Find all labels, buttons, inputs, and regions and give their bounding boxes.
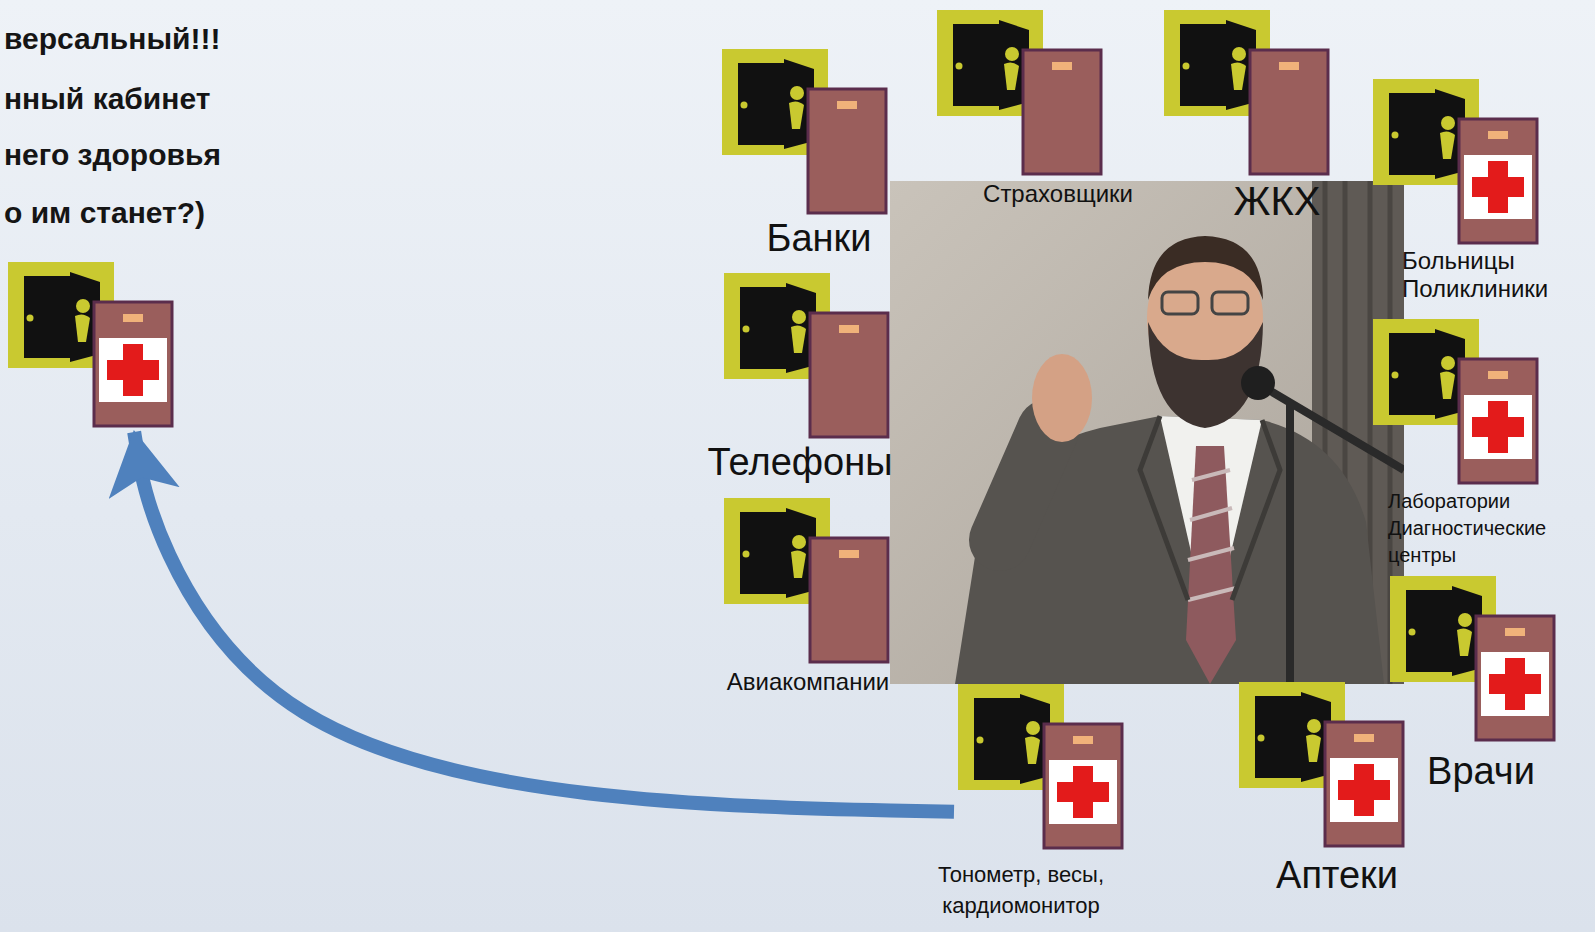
node-label: Аптеки (1237, 854, 1437, 898)
hair (1148, 236, 1263, 300)
door-icon (724, 273, 890, 439)
door-icon-node: Врачи (1390, 576, 1556, 742)
door-icon-node: Тонометр, весы, кардиомонитор (958, 684, 1124, 850)
door-symbol (958, 684, 1122, 848)
medical-door-icon (958, 684, 1124, 850)
door-icon (1164, 10, 1330, 176)
node-label: Авиакомпании (698, 668, 918, 696)
tie (1186, 446, 1236, 684)
door-icon (937, 10, 1103, 176)
heading-line: версальный!!! (4, 22, 220, 57)
microphone (1241, 366, 1275, 400)
door-icon-node: Банки (722, 49, 888, 215)
door-symbol (722, 49, 886, 213)
heading-line: о им станет?) (4, 196, 205, 231)
photo-content (890, 181, 1404, 684)
photo-wall (890, 181, 1404, 684)
door-icon-node: Аптеки (1239, 682, 1405, 848)
door-icon-node: ЖКХ (1164, 10, 1330, 176)
door-icon-node: Больницы Поликлиники (1373, 79, 1539, 245)
hand (1032, 354, 1092, 442)
door-symbol (1164, 10, 1328, 174)
curved-arrow (134, 432, 954, 812)
door-icon-node: Страховщики (937, 10, 1103, 176)
node-label: Телефоны (680, 441, 920, 485)
medical-door-icon (1239, 682, 1405, 848)
medical-door-icon (8, 262, 174, 428)
glasses (1212, 292, 1248, 314)
node-label: Врачи (1391, 750, 1571, 794)
door-icon (722, 49, 888, 215)
door-symbol (724, 498, 888, 662)
node-label: Страховщики (948, 180, 1168, 208)
arm (1000, 430, 1048, 540)
mic-stand (1262, 386, 1404, 684)
node-label: ЖКХ (1197, 178, 1357, 224)
heading-line: него здоровья (4, 138, 221, 173)
door-symbol (724, 273, 888, 437)
door-icon-node (8, 262, 174, 428)
glasses (1162, 292, 1198, 314)
door-symbol (1239, 682, 1403, 846)
door-symbol (937, 10, 1101, 174)
medical-door-icon (1390, 576, 1556, 742)
node-label: Лаборатории Диагностические центры (1388, 488, 1573, 569)
node-label: Больницы Поликлиники (1402, 247, 1582, 302)
door-symbol (1390, 576, 1554, 740)
door-symbol (1373, 79, 1537, 243)
heading-line: нный кабинет (4, 82, 210, 117)
door-icon-node: Телефоны (724, 273, 890, 439)
medical-door-icon (1373, 319, 1539, 485)
door-symbol (8, 262, 172, 426)
node-label: Тонометр, весы, кардиомонитор (901, 860, 1141, 922)
door-icon-node: Авиакомпании (724, 498, 890, 664)
tie-stripes (1188, 470, 1236, 600)
suit (955, 416, 1384, 684)
lapels (1140, 416, 1280, 600)
door-icon (724, 498, 890, 664)
node-label: Банки (709, 217, 929, 261)
medical-door-icon (1373, 79, 1539, 245)
door-icon-node: Лаборатории Диагностические центры (1373, 319, 1539, 485)
door-symbol (1373, 319, 1537, 483)
